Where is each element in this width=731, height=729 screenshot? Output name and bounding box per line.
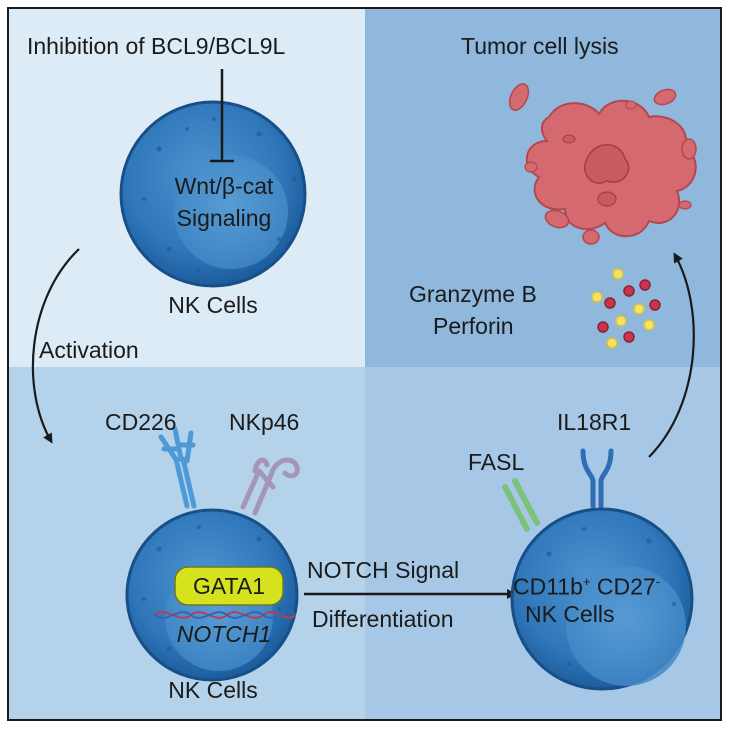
tumor-cell-debris <box>508 83 697 245</box>
cd27-sup: - <box>655 574 661 589</box>
nk-cells-right-label: NK Cells <box>525 601 615 627</box>
nk-cells-bottom-caption: NK Cells <box>168 677 258 703</box>
granzyme-label: Granzyme B <box>409 281 537 307</box>
cd27-text: CD27 <box>590 573 656 600</box>
wnt-label: Wnt/β-cat <box>174 173 274 199</box>
activation-label: Activation <box>39 337 139 363</box>
nk-cell-bottom-right <box>510 507 694 691</box>
lysis-arrow <box>648 252 695 458</box>
fasl-receptor <box>502 478 540 532</box>
nk-cells-top-caption: NK Cells <box>168 292 258 318</box>
signaling-label: Signaling <box>176 205 272 231</box>
inhibition-line <box>210 69 234 163</box>
gata1-factor <box>174 566 284 606</box>
cd226-receptor <box>158 426 197 509</box>
differentiation-label: Differentiation <box>312 606 454 632</box>
activation-arrow <box>31 248 80 444</box>
cd226-label: CD226 <box>105 409 177 435</box>
fasl-label: FASL <box>468 449 525 475</box>
inhibition-title: Inhibition of BCL9/BCL9L <box>27 33 286 59</box>
dna-helix <box>154 611 296 619</box>
granules <box>591 268 661 349</box>
cd11b-cd27-label: CD11b+ CD27- <box>513 569 660 600</box>
figure-frame: Inhibition of BCL9/BCL9L Wnt/β-cat Signa… <box>7 7 722 721</box>
tumor-lysis-title: Tumor cell lysis <box>461 33 619 59</box>
nk-cell-top <box>119 100 307 288</box>
il18r1-label: IL18R1 <box>557 409 632 435</box>
nkp46-receptor <box>240 457 300 516</box>
gata1-label: GATA1 <box>193 573 265 599</box>
cd11b-sup: + <box>582 574 591 589</box>
perforin-label: Perforin <box>433 313 514 339</box>
il18r1-receptor <box>580 448 614 509</box>
diagram-artwork <box>31 69 697 691</box>
notch1-gene-label: NOTCH1 <box>176 621 272 647</box>
nkp46-label: NKp46 <box>229 409 300 435</box>
notch-signal-label: NOTCH Signal <box>307 557 460 583</box>
cd11b-text: CD11b <box>513 573 583 600</box>
